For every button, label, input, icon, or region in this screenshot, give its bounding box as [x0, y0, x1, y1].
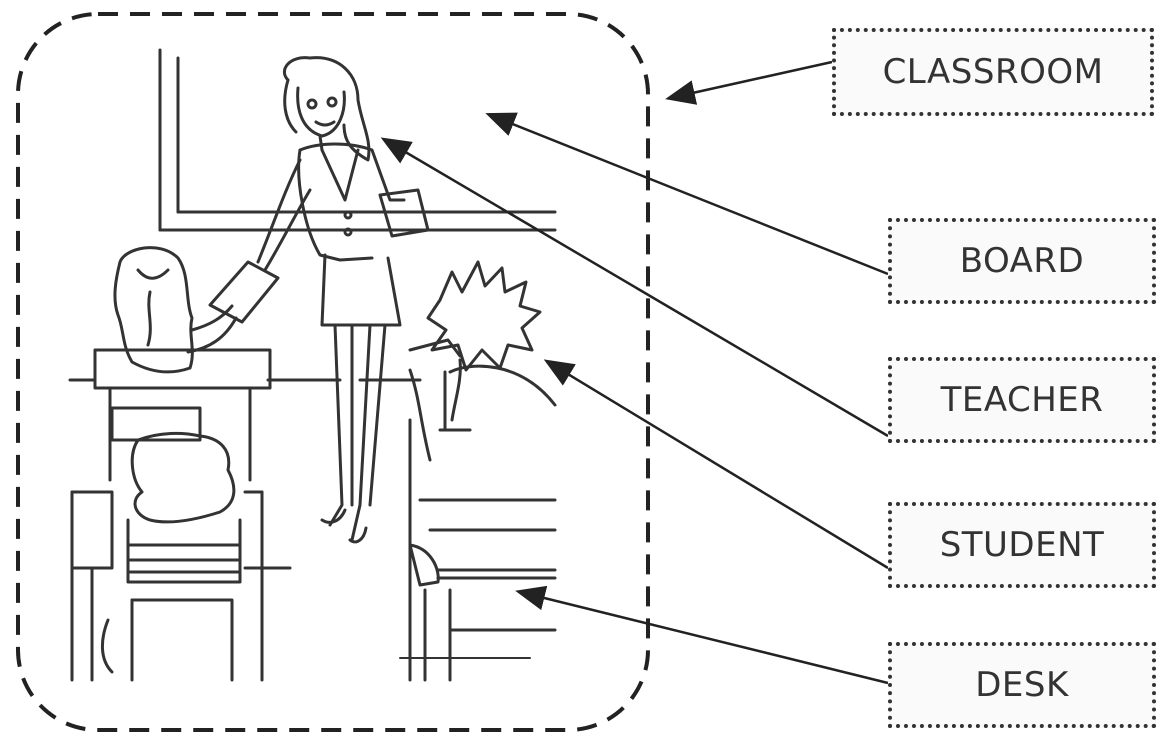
arrow-student	[548, 362, 888, 568]
teacher-illustration	[210, 58, 428, 542]
board-illustration	[160, 50, 555, 230]
label-classroom-text: CLASSROOM	[883, 52, 1104, 92]
label-desk: DESK	[888, 642, 1156, 728]
label-teacher-text: TEACHER	[941, 380, 1104, 420]
classroom-illustration	[70, 50, 555, 680]
student-front-left-illustration	[72, 408, 290, 680]
label-teacher: TEACHER	[888, 357, 1156, 443]
student-right-illustration	[410, 262, 555, 680]
label-board-text: BOARD	[960, 241, 1084, 281]
label-student-text: STUDENT	[940, 525, 1105, 565]
arrow-classroom	[670, 62, 832, 98]
label-desk-text: DESK	[975, 665, 1069, 705]
arrow-desk	[520, 592, 888, 683]
arrow-board	[490, 115, 888, 274]
label-classroom: CLASSROOM	[832, 28, 1154, 116]
student-left-back-illustration	[70, 248, 270, 480]
label-board: BOARD	[888, 218, 1156, 304]
label-student: STUDENT	[888, 502, 1156, 588]
